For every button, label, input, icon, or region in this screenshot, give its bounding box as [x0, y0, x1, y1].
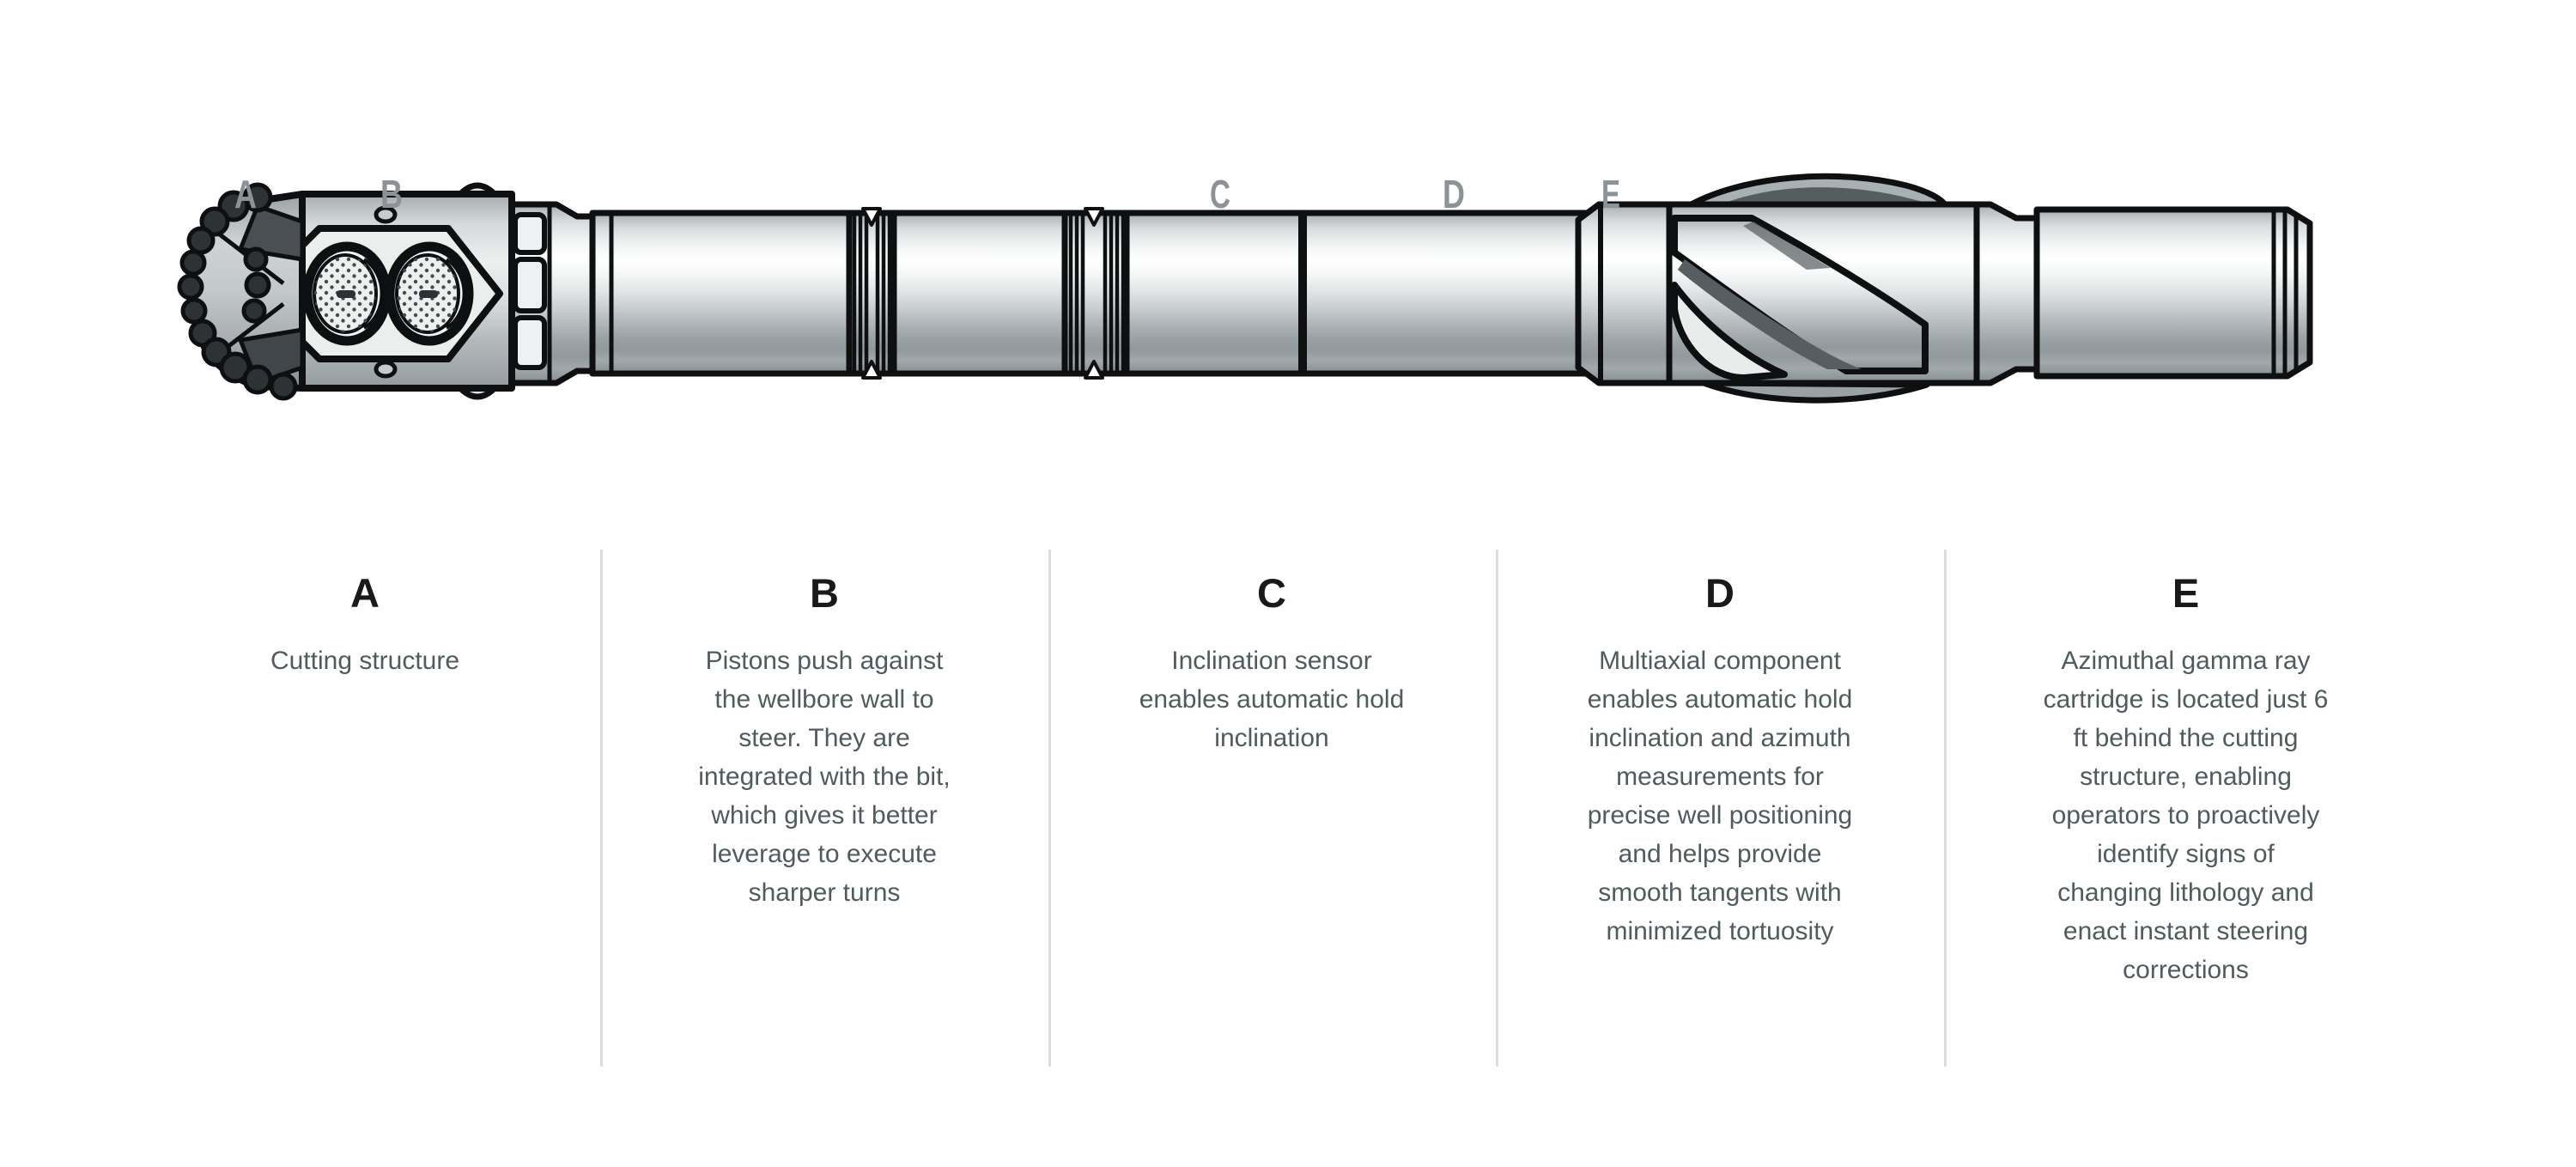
part-label-c: C — [1210, 172, 1230, 216]
legend-column-a: A Cutting structure — [159, 571, 571, 680]
legend-column-d: D Multiaxial component enables automatic… — [1587, 571, 1853, 951]
part-labels: A B C D E — [234, 172, 1620, 216]
legend-description-a: Cutting structure — [270, 646, 460, 675]
legend-letter-a: A — [350, 570, 380, 616]
column-divider-4 — [1944, 550, 1947, 1067]
slotted-collar — [508, 201, 596, 386]
legend-column-e: E Azimuthal gamma ray cartridge is locat… — [2042, 571, 2330, 989]
legend-letter-c: C — [1257, 570, 1286, 616]
piston-port-1 — [302, 241, 392, 346]
part-label-a: A — [234, 172, 257, 216]
column-divider-1 — [600, 550, 603, 1067]
thread-band-2 — [1061, 207, 1130, 380]
legend-description-c: Inclination sensor enables automatic hol… — [1139, 646, 1405, 752]
tool-body-group — [177, 173, 2313, 404]
legend-column-c: C Inclination sensor enables automatic h… — [1139, 571, 1405, 757]
final-tube — [2033, 206, 2313, 380]
legend-column-b: B Pistons push against the wellbore wall… — [691, 571, 957, 912]
stabilizer-bottom-blade — [1700, 380, 1930, 404]
piston-port-2 — [385, 241, 474, 346]
column-divider-2 — [1048, 550, 1051, 1067]
legend-letter-d: D — [1705, 570, 1735, 616]
part-label-d: D — [1443, 172, 1465, 216]
legend-description-e: Azimuthal gamma ray cartridge is located… — [2043, 646, 2329, 984]
part-label-e: E — [1601, 172, 1620, 216]
drilling-tool-illustration: A B C D E — [177, 172, 2313, 404]
legend-letter-e: E — [2172, 570, 2200, 616]
stabilizer — [1575, 173, 2040, 404]
bit-head — [177, 182, 306, 401]
column-divider-3 — [1496, 550, 1498, 1067]
stabilizer-lower-blade — [1671, 282, 1788, 381]
thread-band-1 — [846, 207, 897, 380]
legend-description-d: Multiaxial component enables automatic h… — [1587, 646, 1853, 945]
steering-housing — [280, 182, 515, 400]
legend-letter-b: B — [810, 570, 839, 616]
part-label-b: B — [380, 172, 403, 216]
cutter-teeth — [177, 182, 298, 401]
legend-description-b: Pistons push against the wellbore wall t… — [698, 646, 951, 907]
